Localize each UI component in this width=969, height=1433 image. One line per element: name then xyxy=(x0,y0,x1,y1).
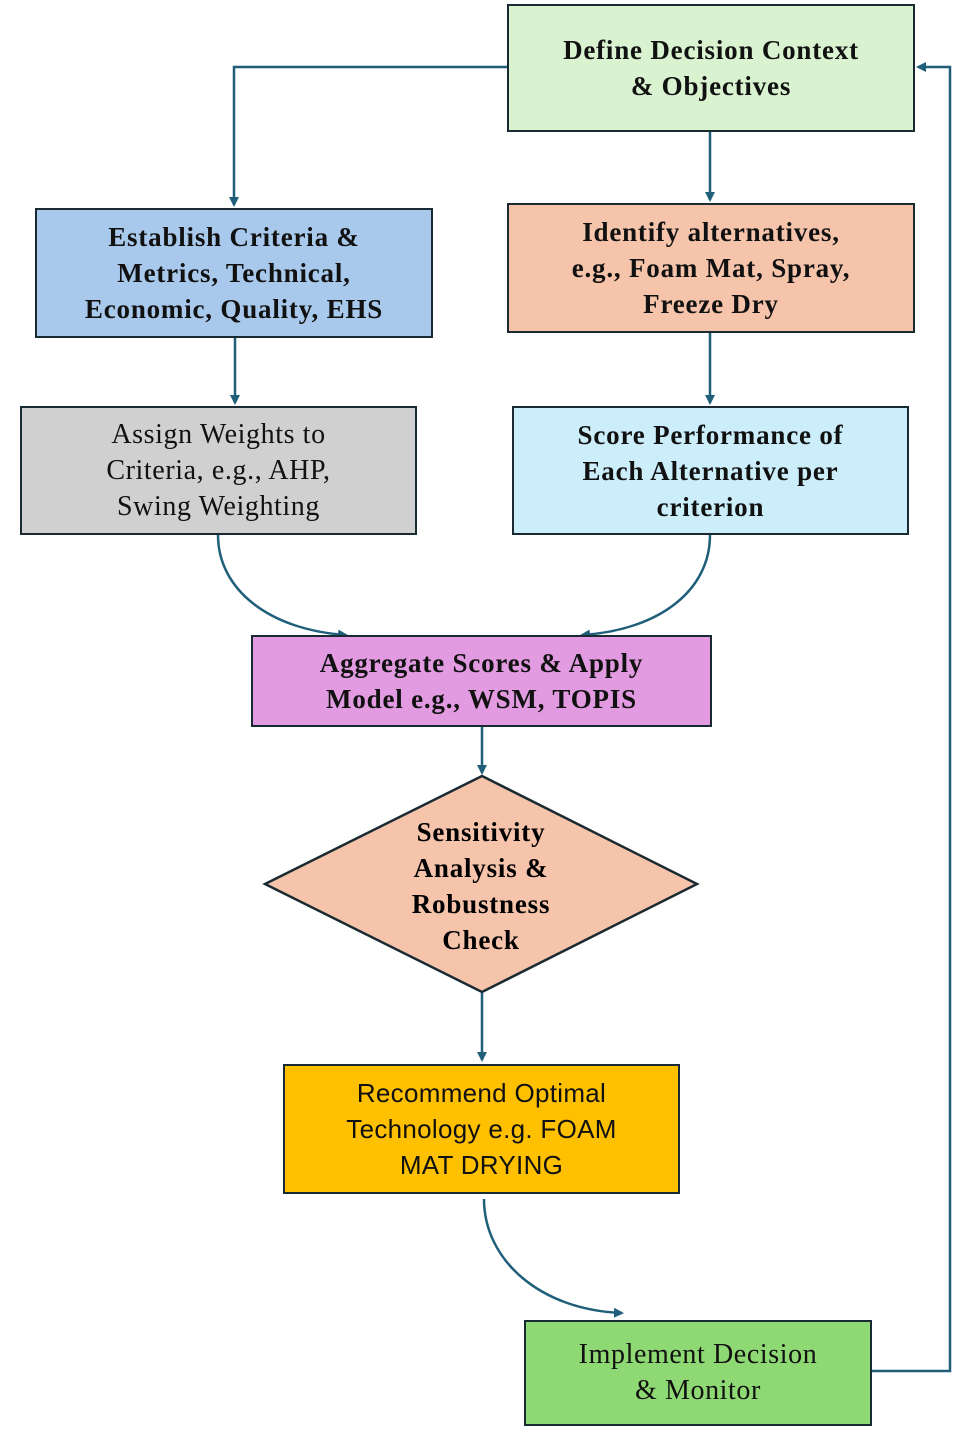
node-label: Aggregate Scores & Apply Model e.g., WSM… xyxy=(319,648,644,714)
node-implement-decision: Implement Decision & Monitor xyxy=(524,1320,872,1426)
node-label: Recommend Optimal Technology e.g. FOAM M… xyxy=(346,1078,617,1180)
node-aggregate-scores: Aggregate Scores & Apply Model e.g., WSM… xyxy=(251,635,712,727)
node-label: Define Decision Context & Objectives xyxy=(563,35,859,101)
edge-define-to-criteria xyxy=(229,65,507,207)
node-recommend-technology: Recommend Optimal Technology e.g. FOAM M… xyxy=(283,1064,680,1194)
node-assign-weights: Assign Weights to Criteria, e.g., AHP, S… xyxy=(20,406,417,535)
node-label: Score Performance of Each Alternative pe… xyxy=(577,419,844,522)
sensitivity-diamond xyxy=(262,774,700,994)
edge-weights-to-aggregate xyxy=(216,534,348,640)
node-define-decision-context: Define Decision Context & Objectives xyxy=(507,4,915,132)
node-label: Implement Decision & Monitor xyxy=(578,1339,818,1406)
edge-recommend-to-implement xyxy=(482,1198,624,1318)
node-label: Identify alternatives, e.g., Foam Mat, S… xyxy=(571,217,851,319)
edge-score-to-aggregate xyxy=(580,534,712,640)
edge-implement-to-define-loop xyxy=(872,62,952,1373)
node-label: Sensitivity Analysis & Robustness Check xyxy=(411,817,551,955)
node-label: Assign Weights to Criteria, e.g., AHP, S… xyxy=(106,418,331,522)
node-score-performance: Score Performance of Each Alternative pe… xyxy=(512,406,909,535)
node-identify-alternatives: Identify alternatives, e.g., Foam Mat, S… xyxy=(507,203,915,333)
node-label: Establish Criteria & Metrics, Technical,… xyxy=(84,222,384,324)
node-sensitivity-analysis: Sensitivity Analysis & Robustness Check xyxy=(330,812,632,960)
node-establish-criteria: Establish Criteria & Metrics, Technical,… xyxy=(35,208,433,338)
